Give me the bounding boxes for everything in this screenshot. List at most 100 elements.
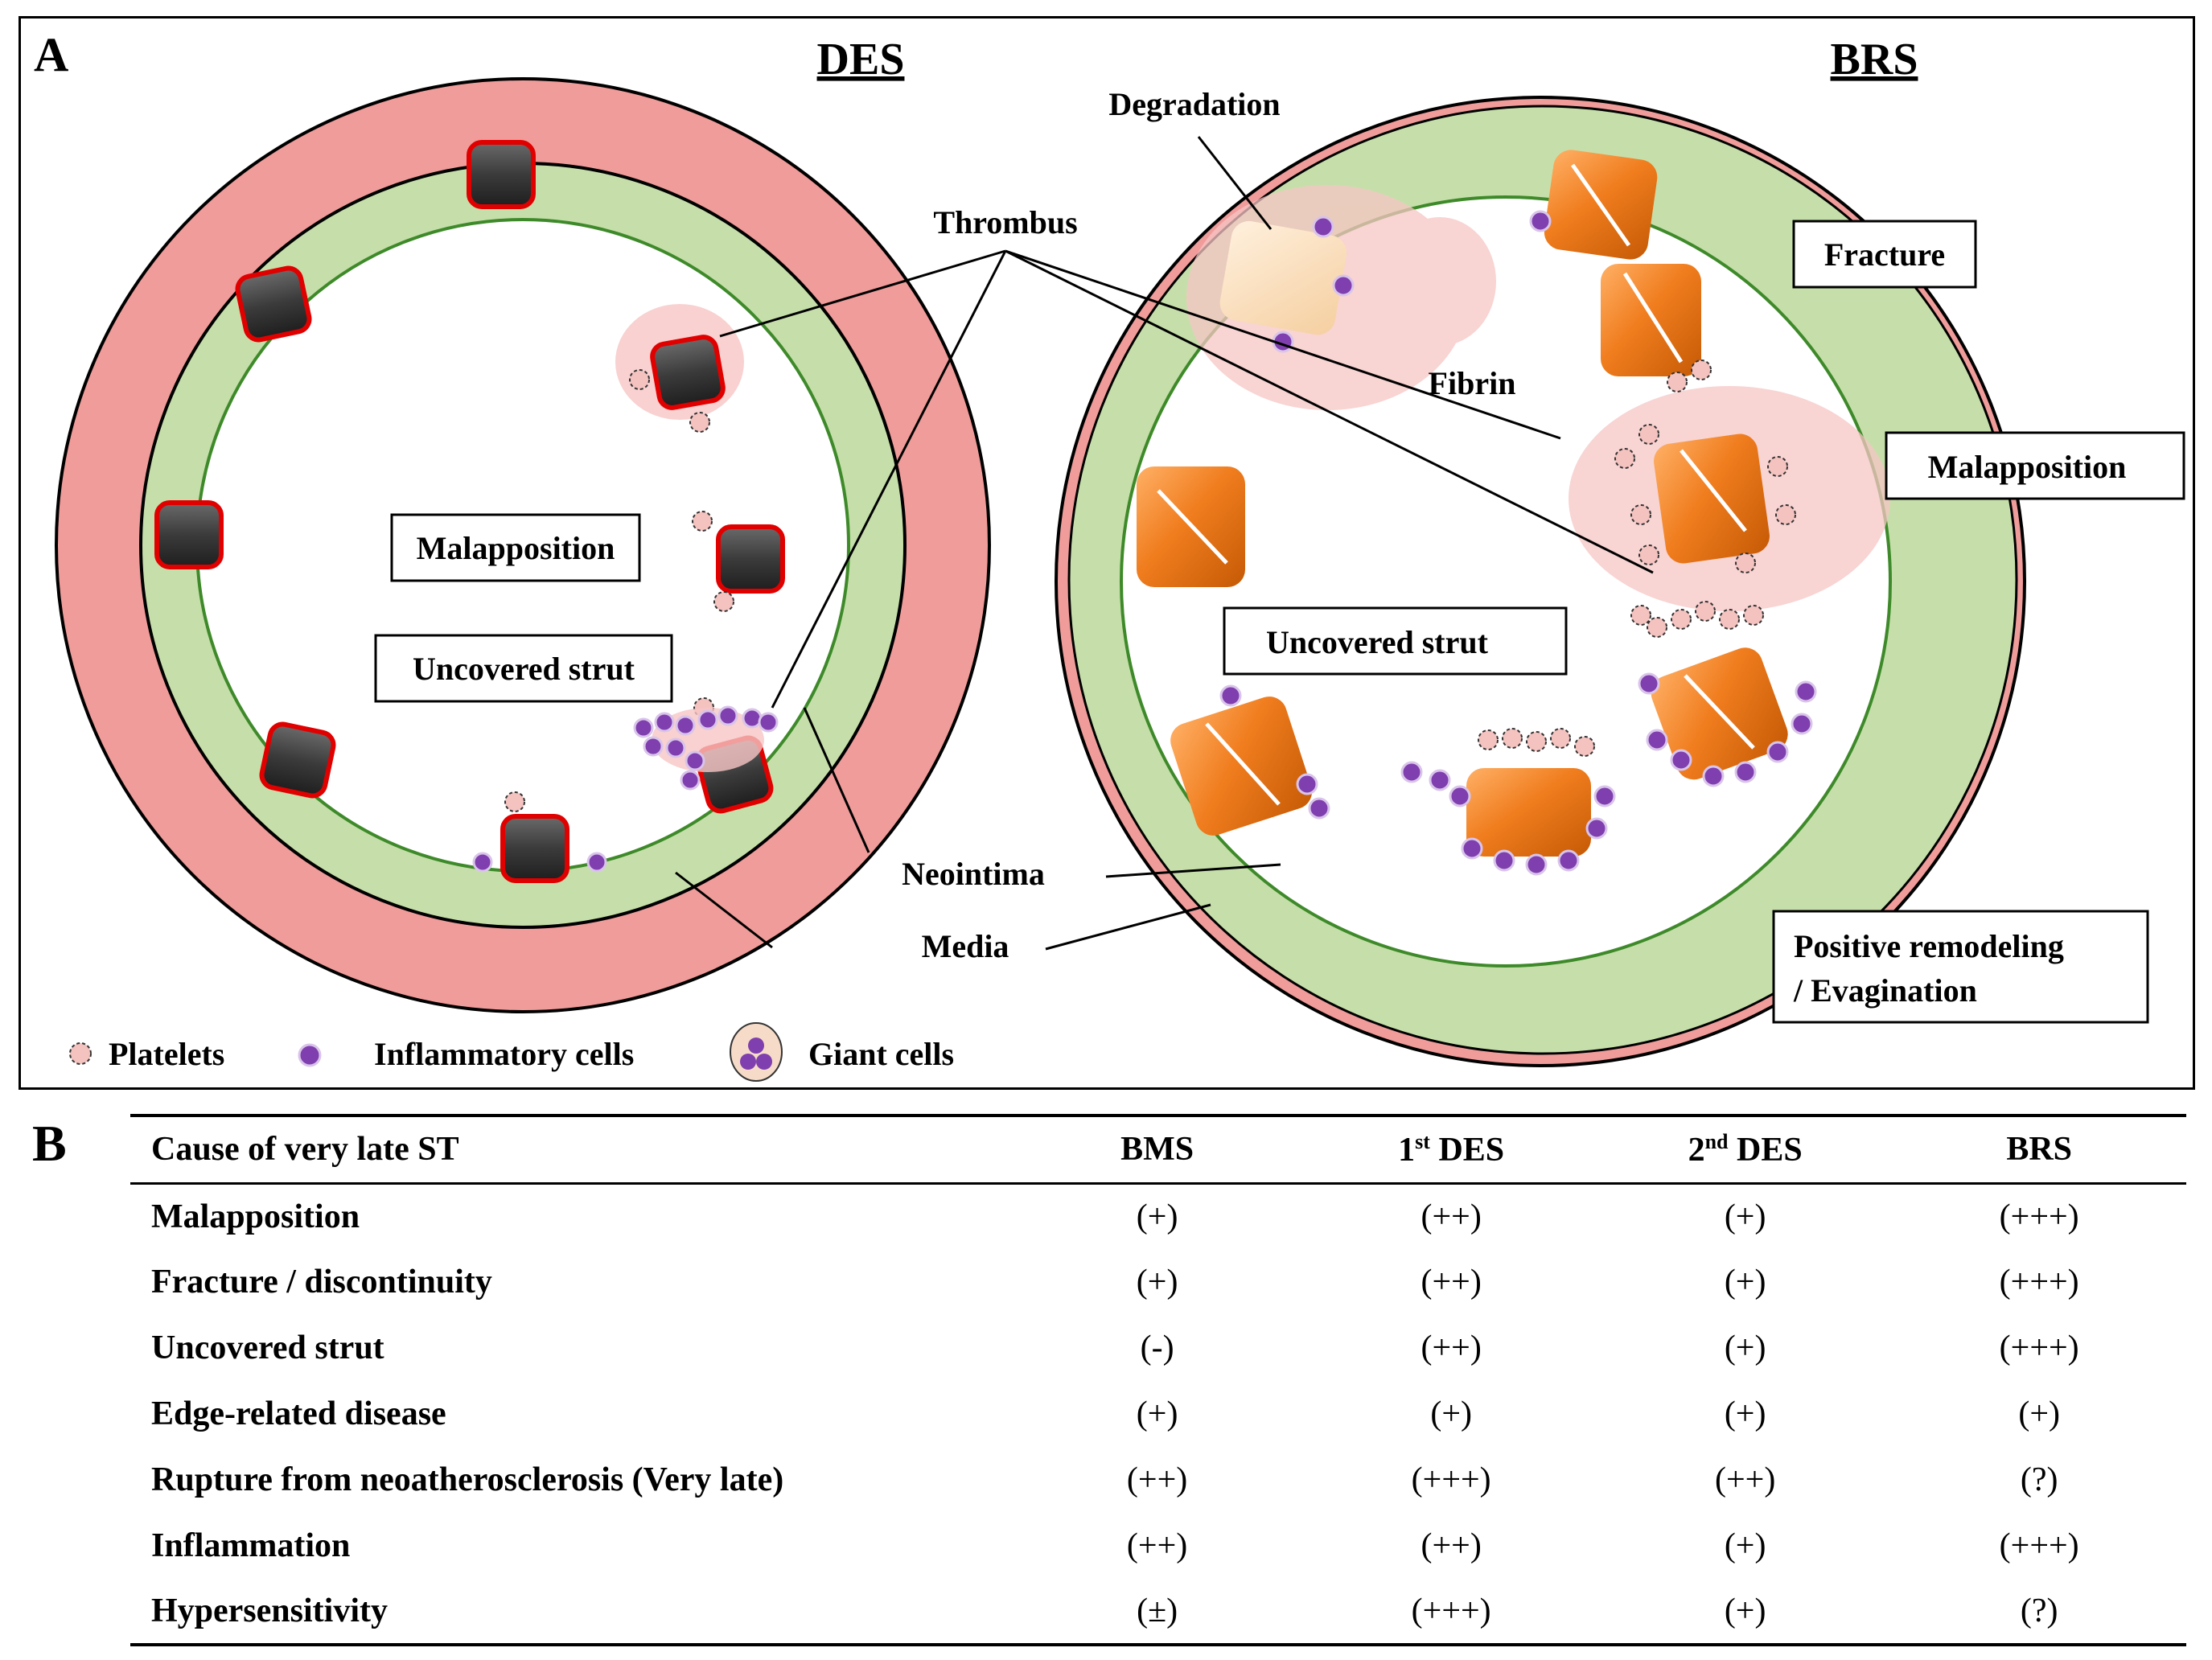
platelet xyxy=(1767,456,1788,477)
inflammatory-cell xyxy=(643,736,664,757)
des-cells xyxy=(472,369,779,873)
row-cause: Edge-related disease xyxy=(151,1395,446,1432)
cell-bms: (±) xyxy=(1137,1592,1178,1629)
table-row: Rupture from neoatherosclerosis (Very la… xyxy=(130,1447,2186,1513)
st-cause-table: Cause of very late ST BMS 1st DES 2nd DE… xyxy=(130,1114,2186,1646)
inflammatory-cell xyxy=(1449,785,1471,807)
inflammatory-cell xyxy=(1219,684,1242,707)
cell-bms: (+) xyxy=(1136,1395,1178,1432)
table-row: Hypersensitivity (±) (+++) (+) (?) xyxy=(130,1579,2186,1645)
platelet xyxy=(1502,728,1523,749)
row-cause: Rupture from neoatherosclerosis (Very la… xyxy=(151,1461,784,1498)
cell-brs: (?) xyxy=(2020,1461,2058,1498)
inflammatory-cell xyxy=(1312,216,1334,238)
platelet xyxy=(1671,609,1692,630)
fracture-box: Fracture xyxy=(1792,220,1977,289)
positive-remodeling-label-1: Positive remodeling xyxy=(1794,928,2064,964)
inflammatory-cell xyxy=(1734,761,1757,783)
des-strut xyxy=(716,524,785,594)
brs-struts xyxy=(1137,150,1788,857)
cell-1st-des: (++) xyxy=(1421,1329,1482,1366)
uncovered-strut-des-label: Uncovered strut xyxy=(413,651,635,687)
des-strut xyxy=(467,140,536,209)
row-cause: Inflammation xyxy=(151,1527,351,1564)
inflammatory-cell xyxy=(1461,837,1483,860)
cell-brs: (+++) xyxy=(1999,1263,2079,1300)
cell-brs: (+) xyxy=(2018,1395,2060,1432)
platelet xyxy=(1550,728,1571,749)
platelet xyxy=(1719,609,1740,630)
cell-2nd-des: (+) xyxy=(1724,1592,1766,1629)
uncovered-strut-des-box: Uncovered strut xyxy=(374,634,673,703)
legend-inflammatory: Inflammatory cells xyxy=(374,1036,634,1072)
des-strut xyxy=(259,721,336,799)
inflammatory-cell xyxy=(1646,729,1668,751)
platelet xyxy=(689,412,710,433)
cell-brs: (+++) xyxy=(1999,1329,2079,1366)
cell-brs: (+++) xyxy=(1999,1527,2079,1564)
row-cause: Uncovered strut xyxy=(151,1329,384,1366)
row-cause: Malapposition xyxy=(151,1198,360,1235)
platelet xyxy=(1638,544,1659,565)
inflammatory-cell xyxy=(1791,713,1813,735)
legend-giant: Giant cells xyxy=(808,1036,954,1072)
inflammatory-cell xyxy=(675,715,696,736)
platelet xyxy=(1630,605,1651,626)
platelet xyxy=(713,591,734,612)
cell-2nd-des: (+) xyxy=(1724,1527,1766,1564)
cell-bms: (-) xyxy=(1140,1329,1174,1366)
inflammatory-cell xyxy=(680,770,701,791)
cell-brs: (?) xyxy=(2020,1592,2058,1629)
des-strut xyxy=(500,814,569,883)
inflammatory-cell xyxy=(654,712,675,733)
cell-bms: (++) xyxy=(1126,1527,1188,1564)
inflammatory-cell xyxy=(1529,210,1552,232)
inflammatory-cell xyxy=(1795,680,1817,703)
inflammatory-cell xyxy=(1593,785,1616,807)
panel-a-illustration: A DES BRS xyxy=(34,28,2185,1082)
cell-1st-des: (+) xyxy=(1430,1395,1472,1432)
fibrin-label: Fibrin xyxy=(1429,365,1516,401)
leader-lines xyxy=(675,136,1654,951)
platelet xyxy=(692,511,713,532)
inflammatory-cell xyxy=(1702,765,1725,787)
inflammatory-cell xyxy=(586,852,607,873)
inflammatory-cell xyxy=(472,852,493,873)
brs-title: BRS xyxy=(1831,35,1918,84)
table-row: Edge-related disease (+) (+) (+) (+) xyxy=(130,1381,2186,1447)
header-bms: BMS xyxy=(1120,1131,1194,1169)
header-brs: BRS xyxy=(2006,1131,2073,1169)
header-cause: Cause of very late ST xyxy=(151,1131,459,1169)
positive-remodeling-label-2: / Evagination xyxy=(1793,972,1977,1009)
fracture-label: Fracture xyxy=(1824,236,1945,273)
inflammatory-cell xyxy=(1308,797,1330,820)
inflammatory-cells-legend-icon xyxy=(298,1043,322,1067)
inflammatory-cell xyxy=(1766,741,1789,763)
platelet xyxy=(1574,736,1595,757)
media-label: Media xyxy=(922,928,1009,964)
brs-cells xyxy=(1219,210,1817,876)
platelet xyxy=(1614,448,1635,469)
inflammatory-cell xyxy=(665,738,686,758)
positive-remodeling-box: Positive remodeling / Evagination xyxy=(1772,910,2149,1024)
inflammatory-cell xyxy=(717,705,738,726)
inflammatory-cell xyxy=(1429,769,1451,791)
cell-brs: (+++) xyxy=(1999,1198,2079,1235)
platelet xyxy=(1647,617,1667,638)
cell-1st-des: (++) xyxy=(1421,1527,1482,1564)
brs-strut xyxy=(1601,264,1701,376)
inflammatory-cell xyxy=(1557,849,1580,872)
table-row: Malapposition (+) (++) (+) (+++) xyxy=(130,1183,2186,1249)
inflammatory-cell xyxy=(1525,853,1548,876)
cell-1st-des: (++) xyxy=(1421,1198,1482,1235)
panel-b-letter: B xyxy=(32,1115,67,1172)
brs-strut xyxy=(1654,433,1770,564)
inflammatory-cell xyxy=(1332,274,1355,297)
panel-a-letter: A xyxy=(34,28,68,81)
malapposition-des-label: Malapposition xyxy=(417,530,615,566)
platelet xyxy=(1775,504,1796,525)
header-1st-des: 1st DES xyxy=(1398,1129,1505,1169)
platelet xyxy=(1526,731,1547,752)
table-header-row: Cause of very late ST BMS 1st DES 2nd DE… xyxy=(130,1116,2186,1183)
table-row: Fracture / discontinuity (+) (++) (+) (+… xyxy=(130,1249,2186,1315)
